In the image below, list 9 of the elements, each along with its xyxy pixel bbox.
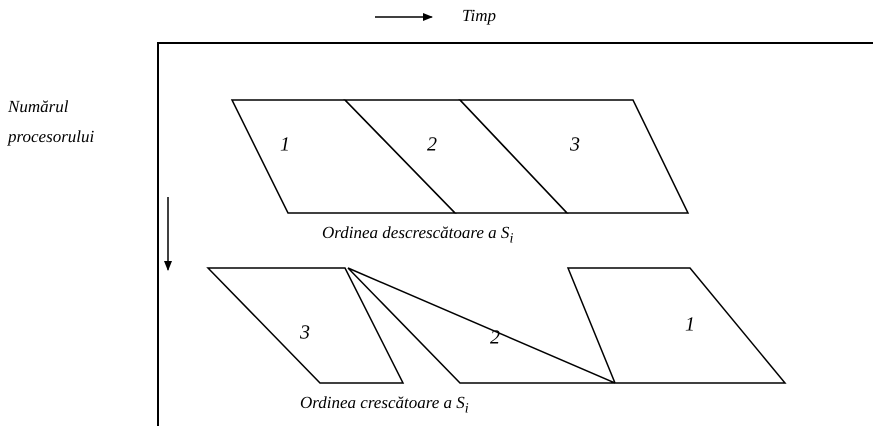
- task-number: 2: [427, 134, 437, 156]
- caption: Ordinea descrescătoare a S$_{i}$: [322, 223, 514, 248]
- task-number: 1: [280, 134, 290, 156]
- axis-label: Timp: [462, 6, 496, 26]
- task-number: 3: [570, 134, 580, 156]
- task-number: 1: [685, 314, 695, 336]
- axis-label: Numărul procesorului: [8, 96, 96, 148]
- caption: Ordinea crescătoare a S$_{i}$: [300, 393, 469, 418]
- task-number: 3: [300, 322, 310, 344]
